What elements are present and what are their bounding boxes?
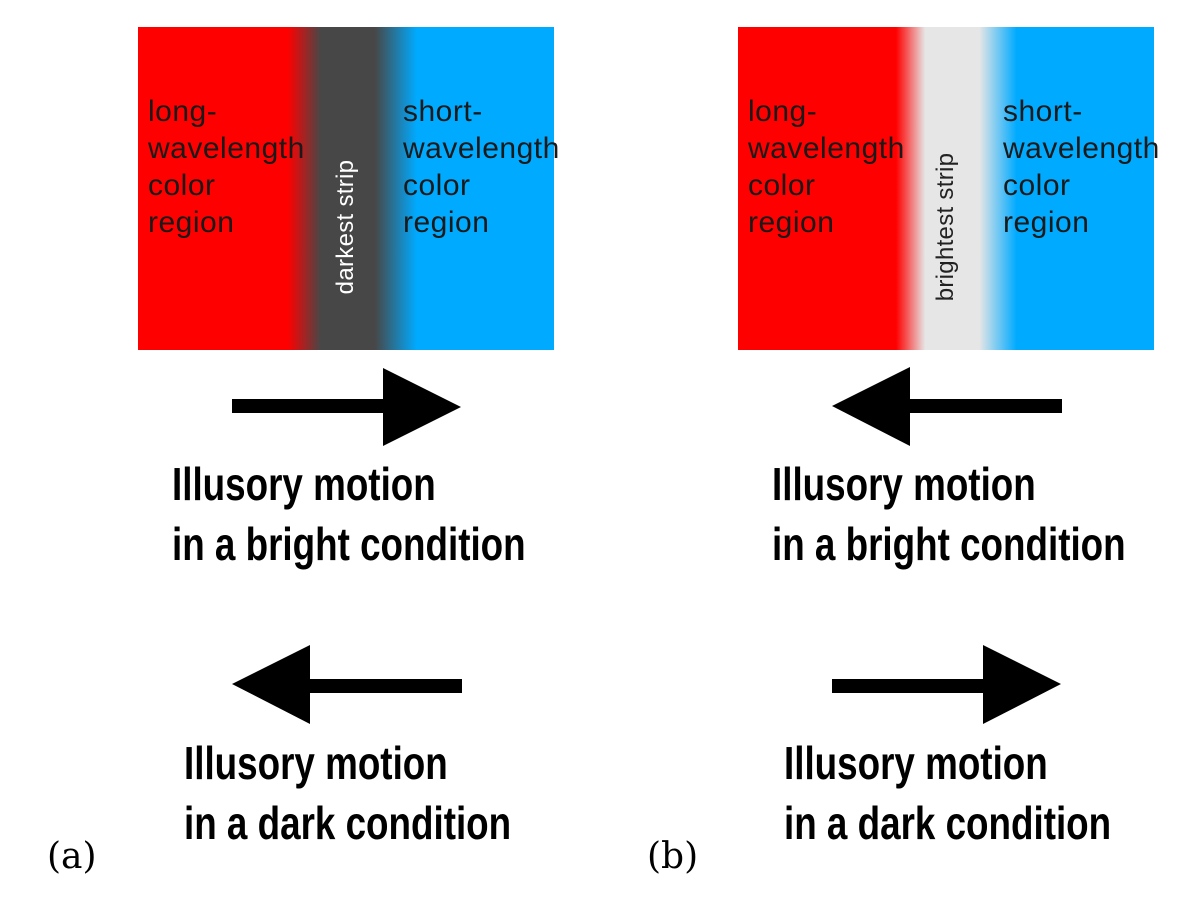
panel-a: long- wavelength color region short- wav… bbox=[47, 27, 559, 877]
arrow-right-icon bbox=[232, 368, 461, 446]
dark-caption-line2: in a dark condition bbox=[184, 797, 512, 849]
arrow-left-icon bbox=[232, 645, 462, 724]
dark-caption-line2: in a dark condition bbox=[784, 797, 1112, 849]
color-gradient-a bbox=[138, 27, 554, 350]
short-wavelength-region-label: short- wavelength color region bbox=[403, 95, 560, 239]
color-stimulus-a: long- wavelength color region short- wav… bbox=[138, 27, 559, 350]
color-gradient-b bbox=[738, 27, 1154, 350]
dark-caption-line1: Illusory motion bbox=[184, 737, 448, 789]
short-wavelength-region-label: short- wavelength color region bbox=[1003, 95, 1160, 239]
bright-caption-line1: Illusory motion bbox=[172, 458, 436, 510]
color-stimulus-b: long- wavelength color region short- wav… bbox=[738, 27, 1159, 350]
dark-caption-line1: Illusory motion bbox=[784, 737, 1048, 789]
bright-condition-caption: Illusory motion in a bright condition bbox=[172, 454, 526, 574]
panel-letter-b: (b) bbox=[647, 836, 699, 877]
long-wavelength-region-label: long- wavelength color region bbox=[148, 95, 305, 239]
dark-condition-caption: Illusory motion in a dark condition bbox=[184, 733, 511, 853]
dark-condition-caption: Illusory motion in a dark condition bbox=[784, 733, 1111, 853]
bright-caption-line2: in a bright condition bbox=[772, 518, 1126, 570]
bright-caption-line2: in a bright condition bbox=[172, 518, 526, 570]
panel-letter-a: (a) bbox=[47, 836, 97, 877]
darkest-strip-label: darkest strip bbox=[332, 159, 359, 295]
panel-b: long- wavelength color region short- wav… bbox=[600, 0, 1200, 923]
arrow-right-icon bbox=[832, 645, 1061, 724]
brightest-strip-label: brightest strip bbox=[932, 152, 959, 302]
long-wavelength-region-label: long- wavelength color region bbox=[748, 95, 905, 239]
bright-condition-caption: Illusory motion in a bright condition bbox=[772, 454, 1126, 574]
bright-caption-line1: Illusory motion bbox=[772, 458, 1036, 510]
arrow-left-icon bbox=[832, 367, 1062, 446]
